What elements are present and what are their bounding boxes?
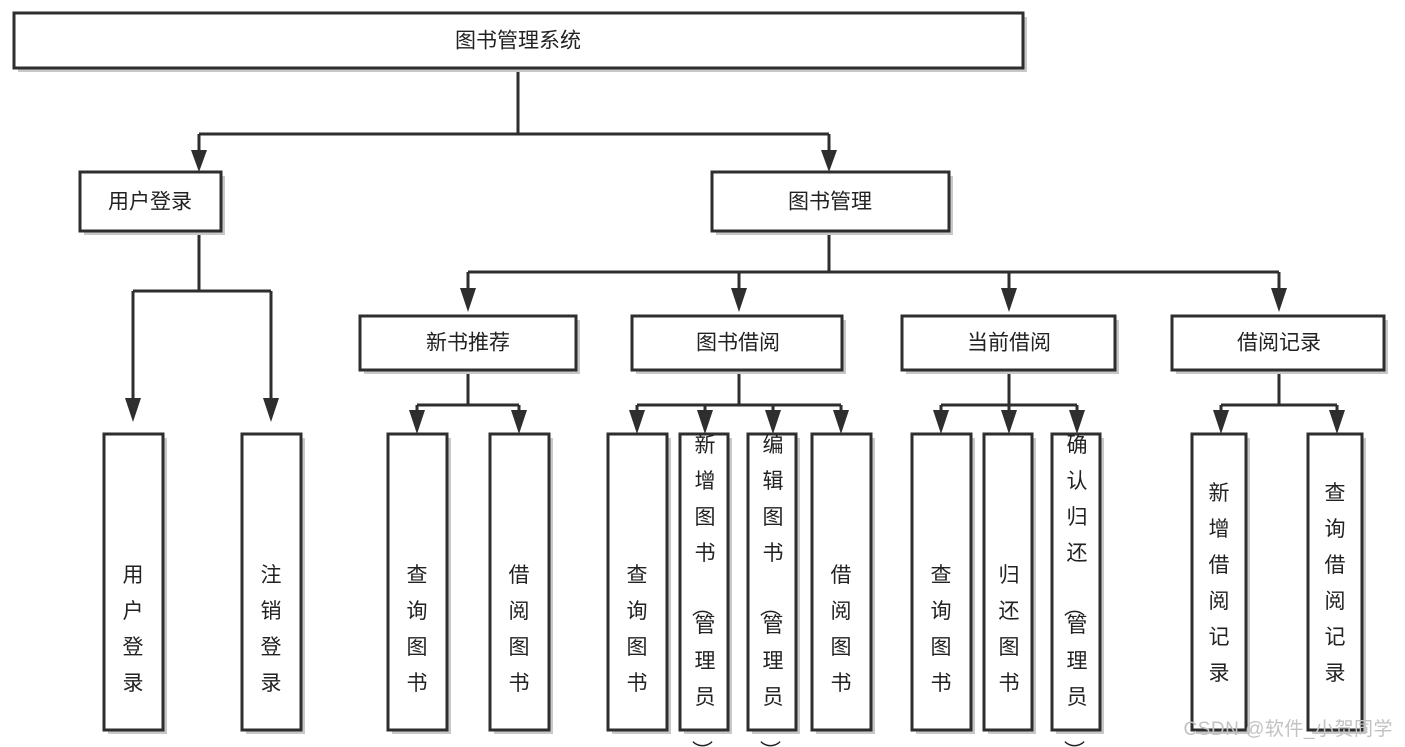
leaf-node[interactable]: 归还图书 (982, 432, 1036, 734)
leaf-label: 查询图书 (931, 564, 952, 695)
leaf-node[interactable]: 查询图书 (386, 432, 451, 734)
leaf-label: 新增借阅记录 (1209, 482, 1230, 685)
node-new-book-recommend[interactable]: 新书推荐 (358, 314, 580, 374)
node-book-borrow-label: 图书借阅 (696, 332, 780, 355)
node-root-label: 图书管理系统 (455, 30, 581, 53)
node-current-borrow-label: 当前借阅 (967, 332, 1051, 355)
arrow-leaf-12 (1213, 410, 1229, 434)
leaf-node[interactable]: 用户登录 (102, 432, 167, 734)
node-borrow-record[interactable]: 借阅记录 (1170, 314, 1388, 374)
arrow-to-current (1001, 288, 1017, 312)
leaf-label: 新增图书（管理员） (690, 434, 716, 747)
leaf-label: 查询借阅记录 (1325, 482, 1346, 685)
leaf-label: 编辑图书（管理员） (758, 434, 784, 747)
arrow-leaf-8 (833, 410, 849, 434)
leaf-node[interactable]: 查询图书 (606, 432, 671, 734)
arrow-leaf-13 (1329, 410, 1345, 434)
leaf-node[interactable]: 确认归还（管理员） (1050, 432, 1104, 747)
arrow-to-user-login (191, 150, 207, 172)
leaf-node[interactable]: 注销登录 (240, 432, 305, 734)
arrow-leaf-4 (511, 410, 527, 434)
node-user-login[interactable]: 用户登录 (78, 170, 225, 235)
leaf-node[interactable]: 查询图书 (910, 432, 975, 734)
csdn-watermark: CSDN @软件_小贺同学 (1183, 719, 1393, 740)
connector-layer (125, 68, 1345, 434)
arrow-leaf-9 (933, 410, 949, 434)
leaf-node[interactable]: 新增图书（管理员） (678, 432, 732, 747)
arrow-leaf-11 (1069, 410, 1085, 434)
arrow-to-borrow (731, 288, 747, 312)
node-book-management-label: 图书管理 (788, 191, 872, 214)
arrow-leaf-3 (409, 410, 425, 434)
leaf-node[interactable]: 新增借阅记录 (1190, 432, 1250, 734)
node-book-borrow[interactable]: 图书借阅 (630, 314, 846, 374)
arrow-to-record (1271, 288, 1287, 312)
leaf-label: 借阅图书 (831, 564, 852, 695)
leaf-label: 查询图书 (407, 564, 428, 695)
leaf-label: 归还图书 (999, 564, 1020, 695)
leaf-label: 注销登录 (261, 564, 282, 695)
leaf-label: 借阅图书 (509, 564, 530, 695)
arrow-leaf-7 (765, 410, 781, 434)
node-current-borrow[interactable]: 当前借阅 (900, 314, 1119, 374)
leaf-node[interactable]: 编辑图书（管理员） (746, 432, 800, 747)
node-borrow-record-label: 借阅记录 (1237, 332, 1321, 355)
leaf-label: 查询图书 (627, 564, 648, 695)
leaf-label: 用户登录 (123, 564, 144, 695)
leaf-label: 确认归还（管理员） (1062, 434, 1088, 747)
arrow-leaf-2 (263, 398, 279, 422)
node-user-login-label: 用户登录 (108, 191, 192, 214)
arrow-leaf-10 (1001, 410, 1017, 434)
arrow-leaf-1 (125, 398, 141, 422)
arrow-leaf-5 (629, 410, 645, 434)
node-book-management[interactable]: 图书管理 (710, 170, 953, 235)
leaf-node[interactable]: 借阅图书 (488, 432, 553, 734)
leaf-node[interactable]: 借阅图书 (810, 432, 875, 734)
arrow-leaf-6 (697, 410, 713, 434)
node-new-book-recommend-label: 新书推荐 (426, 332, 510, 355)
node-root[interactable]: 图书管理系统 (12, 11, 1027, 72)
arrow-to-book-mgmt (821, 150, 837, 172)
leaf-node[interactable]: 查询借阅记录 (1306, 432, 1366, 734)
arrow-to-newbook (460, 288, 476, 312)
